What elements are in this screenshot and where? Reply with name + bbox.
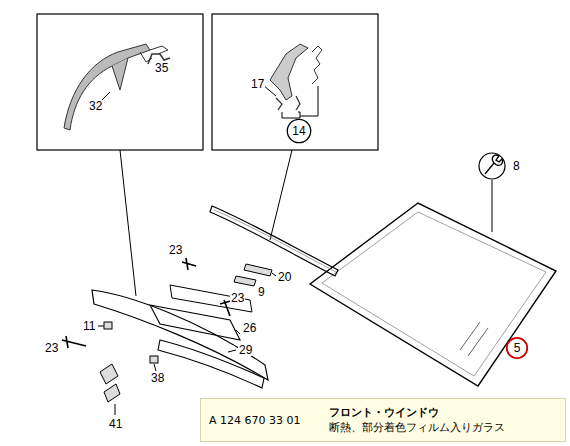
clip-9 (234, 276, 256, 286)
glass-reflection (468, 328, 488, 356)
callout-circle: 5 (505, 336, 529, 360)
leader-line (102, 92, 110, 100)
callout-number: 41 (108, 418, 123, 430)
part-name: フロント・ウインドウ (329, 405, 505, 420)
wrench-icon (479, 153, 505, 179)
callout-number: 23 (168, 244, 183, 256)
callout-number: 35 (154, 62, 169, 74)
callout-number: 11 (82, 320, 96, 332)
leader-line (120, 150, 136, 296)
circle-outline (287, 119, 310, 142)
cowl-strip (158, 340, 264, 388)
callout-number: 23 (230, 292, 245, 304)
clip-11 (104, 322, 112, 329)
clip-41 (100, 364, 120, 402)
cowl-strip (92, 290, 268, 380)
leader-line (115, 404, 116, 415)
callout-number: 8 (512, 160, 521, 172)
leader-line (282, 112, 300, 118)
trim-profile (112, 58, 128, 90)
trim-profile (64, 44, 150, 130)
leader-line (154, 364, 156, 371)
glass-reflection (460, 322, 480, 350)
seal-profile (270, 44, 308, 100)
leader-line (98, 326, 104, 327)
circle-outline (507, 338, 527, 358)
callout-number: 26 (242, 322, 257, 334)
callout-number: 9 (257, 286, 266, 298)
inset-frame (212, 14, 378, 150)
seal-strip (210, 206, 338, 276)
part-number: A 124 670 33 01 (201, 414, 309, 427)
callout-circle: 14 (286, 118, 312, 144)
leader-line (492, 180, 493, 232)
clip-17 (276, 96, 300, 110)
part-description: フロント・ウインドウ断熱、部分着色フィルム入りガラス (309, 402, 513, 438)
leader-line (228, 350, 236, 352)
seal-profile (312, 46, 322, 84)
callout-number: 23 (44, 342, 59, 354)
cover-part (170, 285, 252, 312)
rivet-23 (62, 336, 86, 348)
callout-number: 38 (150, 372, 165, 384)
windshield-edge (322, 212, 546, 376)
seal-strip (214, 210, 336, 272)
rivet-23 (182, 258, 196, 270)
clip-20 (244, 264, 272, 276)
callout-number: 29 (238, 344, 253, 356)
callout-number: 32 (88, 100, 103, 112)
callout-number: 5 (514, 342, 521, 354)
inset-frame (37, 14, 203, 150)
leader-line (272, 273, 276, 276)
part-note: 断熱、部分着色フィルム入りガラス (329, 420, 505, 435)
callout-number: 14 (292, 125, 305, 137)
windshield (310, 203, 556, 386)
wrench-icon (485, 155, 502, 174)
callout-number: 20 (277, 271, 292, 283)
callout-number: 17 (250, 78, 265, 90)
leader-line (298, 86, 318, 116)
leader-line (270, 150, 292, 240)
cover-26 (150, 305, 240, 340)
leader-line (236, 330, 240, 334)
clip-38 (150, 356, 158, 363)
part-info-box: A 124 670 33 01フロント・ウインドウ断熱、部分着色フィルム入りガラ… (200, 398, 566, 442)
